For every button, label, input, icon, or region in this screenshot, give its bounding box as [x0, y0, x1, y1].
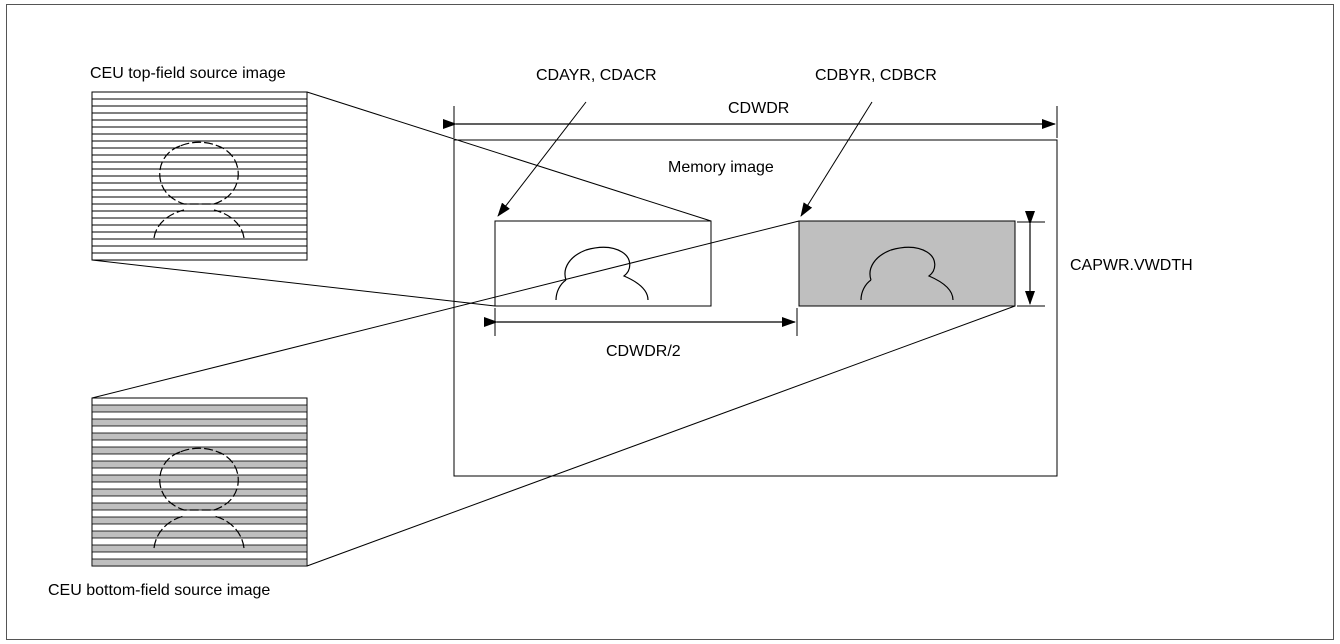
memory-top-silhouette: [564, 246, 649, 301]
top-field-scanlines: [92, 98, 307, 254]
cdayr-pointer: [497, 101, 587, 217]
memory-image-label: Memory image: [668, 159, 774, 176]
memory-bottom-field-area: [798, 220, 1016, 307]
memory-top-field-area: [494, 220, 712, 307]
memory-image-rect: [453, 139, 1058, 477]
memory-bottom-silhouette: [869, 246, 954, 301]
cdwdr-label: CDWDR: [728, 100, 789, 117]
top-field-label: CEU top-field source image: [90, 65, 286, 82]
top-projection-lower: [91, 259, 496, 307]
top-projection-upper: [306, 91, 712, 222]
cdbyr-label: CDBYR, CDBCR: [815, 67, 937, 84]
cdbyr-pointer: [800, 101, 873, 217]
bottom-projection-lower: [306, 305, 1016, 567]
bottom-field-silhouette: [153, 447, 245, 549]
top-field-silhouette: [153, 141, 245, 239]
bottom-projection-upper: [91, 220, 800, 399]
capwr-label: CAPWR.VWDTH: [1070, 257, 1193, 274]
bottom-field-source-image: [91, 397, 308, 567]
top-field-source-image: [91, 91, 308, 261]
cdwdr-half-label: CDWDR/2: [606, 343, 681, 360]
bottom-field-scanlines: [91, 404, 308, 567]
bottom-field-label: CEU bottom-field source image: [48, 582, 270, 599]
cdayr-label: CDAYR, CDACR: [536, 67, 657, 84]
projection-lines: [91, 91, 1016, 567]
